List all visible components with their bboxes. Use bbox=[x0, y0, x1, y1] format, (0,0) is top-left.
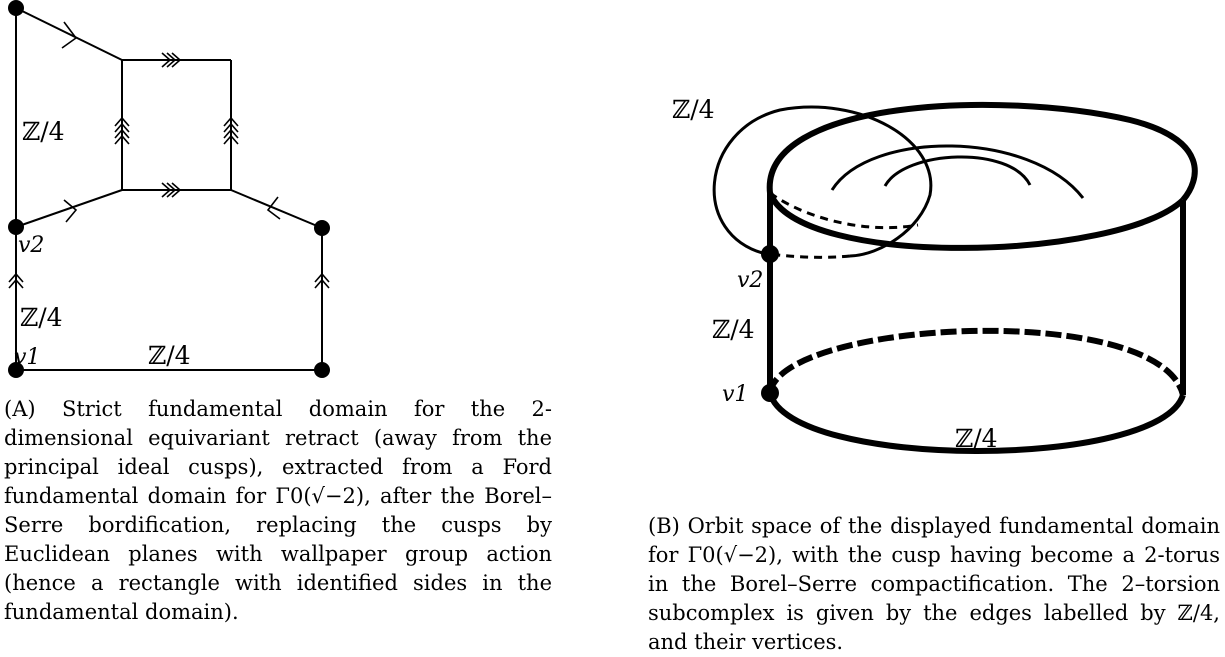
label-v1: v1 bbox=[14, 345, 40, 370]
figure-b-diagram: ℤ/4 v2 ℤ/4 v1 ℤ/4 bbox=[672, 95, 1198, 454]
caption-a-tag: (A) bbox=[4, 397, 36, 421]
edge-lower-diagonal-right bbox=[230, 189, 323, 229]
label-z4-bottom-b: ℤ/4 bbox=[955, 424, 998, 453]
label-z4-lower-left: ℤ/4 bbox=[20, 303, 63, 332]
edge-arrows bbox=[8, 21, 330, 289]
vertex-bottom-right bbox=[314, 362, 330, 378]
vertex-v1 bbox=[8, 362, 24, 378]
label-z4-left: ℤ/4 bbox=[22, 117, 65, 146]
label-z4-top-b: ℤ/4 bbox=[672, 95, 715, 124]
label-v1-b: v1 bbox=[722, 382, 748, 407]
caption-b: (B) Orbit space of the displayed fundame… bbox=[648, 512, 1220, 657]
z4-loop-hidden bbox=[769, 252, 851, 259]
label-z4-bottom: ℤ/4 bbox=[148, 341, 191, 370]
edge-lower-diagonal-left bbox=[15, 189, 123, 228]
edge-upper-diagonal bbox=[15, 7, 123, 61]
vertex-v2-b bbox=[761, 245, 779, 263]
figure-a-diagram: ℤ/4 v2 ℤ/4 v1 ℤ/4 bbox=[8, 0, 330, 378]
torus-inner-curve bbox=[830, 144, 1085, 199]
z4-loop bbox=[712, 105, 933, 258]
cylinder-top-front-edge bbox=[767, 191, 1186, 251]
vertex-v1-b bbox=[761, 384, 779, 402]
hidden-arc bbox=[769, 191, 919, 230]
label-v2: v2 bbox=[18, 233, 44, 258]
cylinder-bottom-back bbox=[767, 327, 1186, 396]
label-z4-middle-b: ℤ/4 bbox=[712, 315, 755, 344]
label-v2-b: v2 bbox=[737, 268, 763, 293]
vertex-right-upper bbox=[314, 220, 330, 236]
vertex-v2 bbox=[8, 219, 24, 235]
caption-b-text: Orbit space of the displayed fundamental… bbox=[648, 514, 1220, 654]
caption-a-text: Strict fundamental domain for the 2-dime… bbox=[4, 397, 553, 624]
caption-b-tag: (B) bbox=[648, 514, 680, 538]
cylinder-bottom-front bbox=[767, 391, 1186, 454]
vertex-top-left bbox=[8, 0, 24, 16]
torus-inner-hole bbox=[883, 155, 1032, 187]
torus-outer-rim bbox=[766, 101, 1198, 202]
single-arrow-upper bbox=[61, 21, 78, 49]
caption-a: (A) Strict fundamental domain for the 2-… bbox=[4, 395, 552, 627]
